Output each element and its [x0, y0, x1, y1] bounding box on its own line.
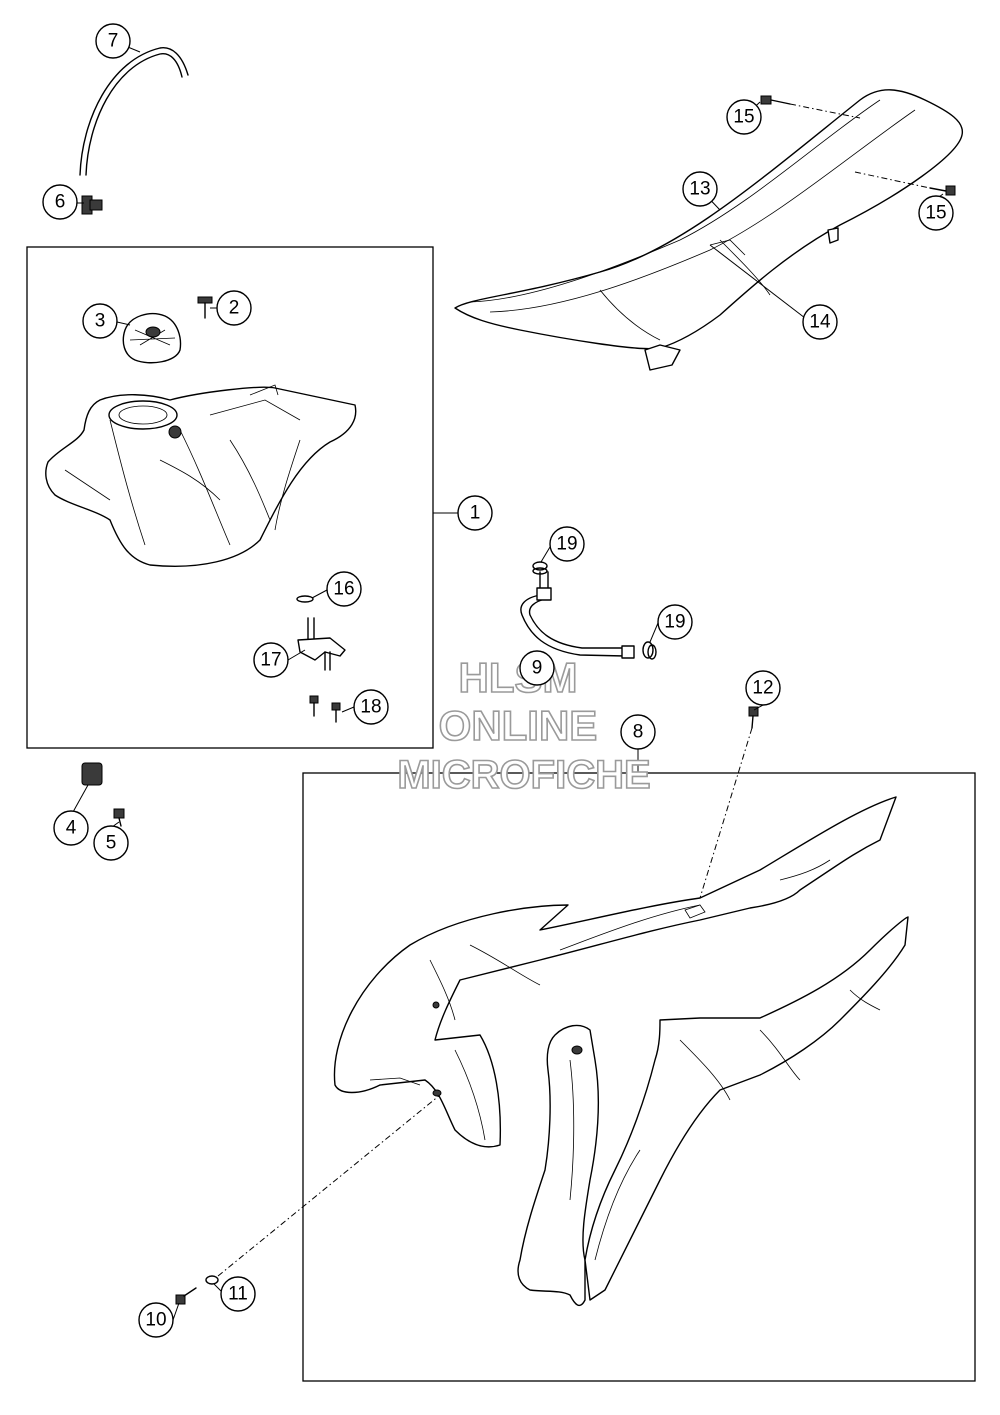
spoiler-screw-top: [748, 706, 759, 729]
callout-10-label: 10: [145, 1310, 166, 1331]
callout-14: 14: [802, 304, 838, 340]
fuel-tank: [45, 384, 357, 567]
callout-2: 2: [216, 290, 252, 326]
callout-17: 17: [253, 642, 289, 678]
callout-4-label: 4: [66, 818, 77, 839]
callout-19-lower-label: 19: [664, 612, 685, 633]
callout-6: 6: [42, 184, 78, 220]
callout-13: 13: [682, 171, 718, 207]
spacer-screw: [113, 808, 125, 827]
fuel-tap-screw-right: [331, 702, 341, 723]
spacer: [81, 762, 103, 786]
callout-16: 16: [326, 571, 362, 607]
callout-18-label: 18: [360, 697, 381, 718]
callout-18: 18: [353, 689, 389, 725]
callout-10: 10: [138, 1302, 174, 1338]
callout-19-lower: 19: [657, 604, 693, 640]
spoiler-right: [517, 916, 909, 1307]
vent-hose: [520, 571, 635, 659]
spoiler-group-box: [302, 772, 976, 1382]
callout-14-label: 14: [809, 312, 831, 333]
fuel-hose: [79, 47, 189, 176]
callout-8: 8: [620, 714, 656, 750]
callout-16-label: 16: [333, 579, 354, 600]
hose-clip-lower: [642, 641, 657, 660]
callout-4: 4: [53, 810, 89, 846]
callout-7: 7: [95, 23, 131, 59]
callout-2-label: 2: [229, 298, 240, 319]
callout-12-label: 12: [752, 678, 773, 699]
callout-13-label: 13: [689, 179, 710, 200]
callout-8-label: 8: [633, 722, 644, 743]
callout-5: 5: [93, 825, 129, 861]
seat-screw-front: [760, 95, 791, 105]
callout-11: 11: [220, 1276, 256, 1312]
seat: [454, 89, 963, 371]
watermark: HLSM ONLINE MICROFICHE: [397, 653, 652, 798]
callout-6-label: 6: [55, 192, 66, 213]
fuel-tap-screw-left: [309, 695, 319, 717]
callout-15-rear: 15: [918, 195, 954, 231]
spoiler-left: [333, 796, 897, 1148]
tank-screw: [197, 296, 213, 319]
callout-15-front-label: 15: [733, 107, 754, 128]
callout-19-upper: 19: [549, 526, 585, 562]
fuel-tap: [297, 617, 346, 671]
callout-17-label: 17: [260, 650, 281, 671]
hose-clip-upper: [532, 561, 548, 575]
callout-19-upper-label: 19: [556, 534, 577, 555]
fuel-tank-group-box: [26, 246, 434, 749]
callout-12: 12: [745, 670, 781, 706]
watermark-line-2: ONLINE: [439, 702, 598, 749]
hose-fitting: [81, 195, 103, 215]
callout-1-label: 1: [470, 503, 481, 524]
callout-11-label: 11: [228, 1284, 248, 1305]
callout-9-label: 9: [532, 658, 543, 679]
callout-5-label: 5: [106, 833, 117, 854]
o-ring: [296, 595, 314, 603]
callout-3: 3: [82, 303, 118, 339]
callout-7-label: 7: [108, 31, 119, 52]
watermark-line-3: MICROFICHE: [397, 753, 650, 797]
callout-9: 9: [519, 650, 555, 686]
seat-screw-rear: [929, 185, 956, 196]
washer: [205, 1275, 219, 1285]
watermark-line-1: HLSM: [459, 654, 578, 701]
callout-15-rear-label: 15: [925, 203, 946, 224]
fuel-cap: [122, 312, 182, 364]
callout-3-label: 3: [95, 311, 106, 332]
callout-1: 1: [457, 495, 493, 531]
callout-15-front: 15: [726, 99, 762, 135]
spoiler-screw-bottom: [175, 1287, 197, 1305]
